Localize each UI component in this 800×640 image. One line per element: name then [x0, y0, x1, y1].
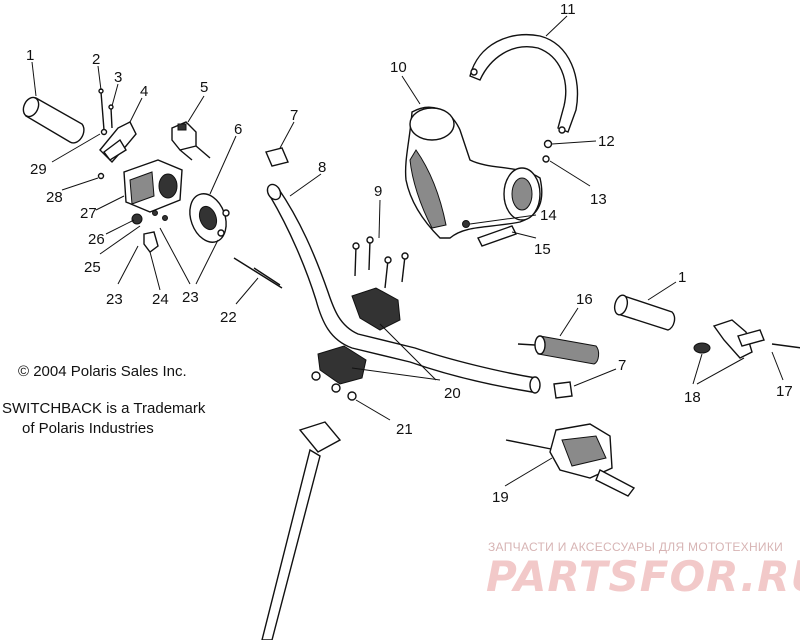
callout-27: 27 [80, 205, 97, 222]
part-11-hand-guard [469, 34, 579, 134]
callout-1-right: 1 [678, 269, 686, 286]
callout-labels: 1 2 3 4 5 6 7 8 9 10 11 12 13 14 15 16 1… [26, 1, 793, 506]
trademark-line-2: of Polaris Industries [22, 420, 154, 437]
callout-25: 25 [84, 259, 101, 276]
trademark-line-1: SWITCHBACK is a Trademark [2, 400, 206, 417]
part-3-screw [108, 104, 114, 129]
part-1-right-grip [613, 294, 676, 331]
callout-9: 9 [374, 183, 382, 200]
watermark-caption: ЗАПЧАСТИ И АКСЕССУАРЫ ДЛЯ МОТОТЕХНИКИ [488, 540, 784, 554]
part-10-handlebar-pod [404, 106, 543, 239]
callout-18: 18 [684, 389, 701, 406]
part-12-13-fasteners [542, 139, 553, 163]
part-19-brake-lever [505, 423, 636, 497]
callout-2: 2 [92, 51, 100, 68]
part-7-bar-end-plug-left [265, 147, 289, 167]
part-1-left-grip [22, 96, 85, 144]
callout-6: 6 [234, 121, 242, 138]
callout-21: 21 [396, 421, 413, 438]
part-22-cable [233, 257, 283, 289]
callout-13: 13 [590, 191, 607, 208]
part-27-switch-housing [123, 159, 183, 213]
callout-7-left: 7 [290, 107, 298, 124]
copyright-text: © 2004 Polaris Sales Inc. [18, 363, 187, 380]
part-18-throttle-parts [693, 319, 765, 359]
callout-3: 3 [114, 69, 122, 86]
callout-17: 17 [776, 383, 793, 400]
part-20-clamps [317, 287, 401, 385]
callout-20: 20 [444, 385, 461, 402]
callout-14: 14 [540, 207, 557, 224]
part-7-bar-end-plug-right [553, 381, 573, 399]
callout-10: 10 [390, 59, 407, 76]
watermark-logo: PARTSFOR.RU [486, 552, 800, 601]
part-17-pin [771, 343, 800, 349]
callout-23-right: 23 [182, 289, 199, 306]
callout-1-left: 1 [26, 47, 34, 64]
part-2-screw [98, 88, 105, 131]
callout-7-right: 7 [618, 357, 626, 374]
part-8-handlebar [266, 183, 541, 394]
part-21-nuts [311, 371, 357, 401]
callout-24: 24 [152, 291, 169, 308]
part-4-bracket [99, 121, 137, 164]
callout-16: 16 [576, 291, 593, 308]
leader-lines [31, 15, 784, 487]
callout-29: 29 [30, 161, 47, 178]
small-fasteners-left [97, 128, 168, 253]
part-6-housing-cover [189, 193, 230, 243]
callout-26: 26 [88, 231, 105, 248]
callout-4: 4 [140, 83, 148, 100]
callout-12: 12 [598, 133, 615, 150]
part-16-throttle-grip [517, 335, 600, 365]
part-9-bolts [352, 236, 409, 289]
steering-post [261, 421, 342, 640]
part-14-15-latch [462, 220, 517, 247]
callout-28: 28 [46, 189, 63, 206]
part-5-switch [171, 121, 211, 161]
callout-22: 22 [220, 309, 237, 326]
callout-19: 19 [492, 489, 509, 506]
callout-23-left: 23 [106, 291, 123, 308]
callout-11: 11 [560, 1, 576, 18]
callout-5: 5 [200, 79, 208, 96]
callout-15: 15 [534, 241, 551, 258]
callout-8: 8 [318, 159, 326, 176]
